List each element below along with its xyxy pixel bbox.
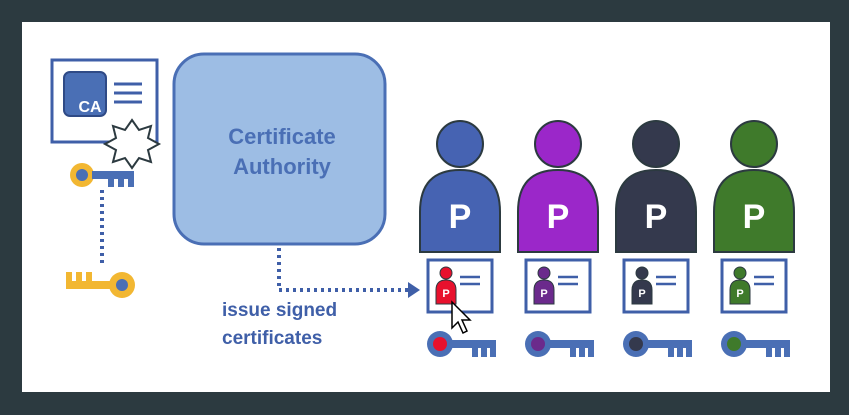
ca-certificate-icon (50, 58, 162, 170)
person-purple (517, 120, 599, 357)
certificate-letter-blue: P (442, 288, 450, 300)
certificate-authority-box (172, 52, 387, 246)
certificate-letter-green: P (736, 288, 744, 300)
diagram-canvas: CA Certificate Authority issue signed ce… (22, 22, 830, 392)
user-certificate-icon[interactable] (426, 258, 494, 314)
certificate-letter-purple: P (540, 288, 548, 300)
ca-title-line1: Certificate (228, 124, 336, 149)
user-key-icon (525, 331, 594, 357)
person-head-icon (632, 120, 680, 168)
user-certificate-icon[interactable] (524, 258, 592, 314)
user-certificate-icon[interactable] (720, 258, 788, 314)
person-head-icon (534, 120, 582, 168)
issue-label-line2: certificates (222, 328, 323, 349)
certificate-letter-navy: P (638, 288, 646, 300)
issue-label-line1: issue signed (222, 300, 338, 321)
user-certificate-icon[interactable] (622, 258, 690, 314)
person-body-icon (615, 168, 697, 253)
mouse-cursor-icon (451, 300, 472, 335)
diagram-art (50, 52, 795, 357)
person-body-icon (713, 168, 795, 253)
person-head-icon (436, 120, 484, 168)
user-key-icon (427, 331, 496, 357)
user-key-icon (623, 331, 692, 357)
ca-private-key-icon (70, 163, 134, 187)
ca-public-key-icon (66, 272, 135, 298)
person-letter-green: P (742, 198, 766, 236)
ca-title-line2: Authority (233, 154, 331, 179)
person-letter-navy: P (644, 198, 668, 236)
user-key-icon (721, 331, 790, 357)
person-letter-purple: P (546, 198, 570, 236)
person-green (713, 120, 795, 357)
people-group (419, 120, 795, 357)
person-blue (419, 120, 501, 357)
person-body-icon (419, 168, 501, 253)
person-navy (615, 120, 697, 357)
issue-signed-certificates-label: issue signed certificates (222, 297, 372, 353)
ca-badge-label: CA (78, 99, 102, 116)
person-letter-blue: P (448, 198, 472, 236)
seal-star-icon (102, 118, 162, 170)
person-head-icon (730, 120, 778, 168)
certificate-authority-title: Certificate Authority (182, 122, 382, 182)
person-body-icon (517, 168, 599, 253)
issue-arrow (277, 248, 420, 298)
